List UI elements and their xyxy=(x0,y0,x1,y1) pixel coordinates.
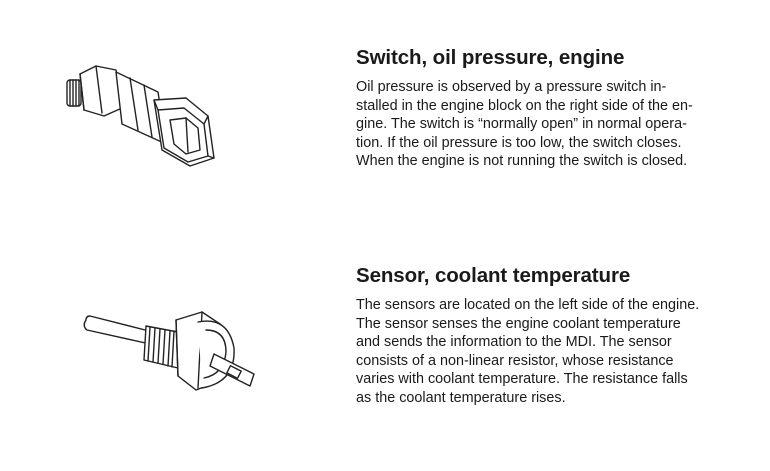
description-line: gine. The switch is “normally open” in n… xyxy=(356,116,687,133)
section-title: Sensor, coolant temperature xyxy=(356,264,631,287)
description-line: Oil pressure is observed by a pressure s… xyxy=(356,79,667,95)
description-line: tion. If the oil pressure is too low, th… xyxy=(356,134,682,151)
coolant-temperature-sensor-illustration xyxy=(83,311,255,391)
description-line: varies with coolant temperature. The res… xyxy=(356,371,688,388)
description-line: consists of a non-linear resistor, whose… xyxy=(356,352,674,369)
description-line: as the coolant temperature rises. xyxy=(356,389,566,406)
section-description: Oil pressure is observed by a pressure s… xyxy=(356,78,736,171)
section-description: The sensors are located on the left side… xyxy=(356,296,736,408)
coolant-temperature-sensor-section: Sensor, coolant temperature The sensors … xyxy=(356,264,736,408)
oil-pressure-switch-illustration xyxy=(66,65,215,167)
description-line: The sensors are located on the left side… xyxy=(356,297,700,313)
description-line: stalled in the engine block on the right… xyxy=(356,97,693,114)
description-line: The sensor senses the engine coolant tem… xyxy=(356,315,681,332)
section-title: Switch, oil pressure, engine xyxy=(356,46,625,69)
description-line: and sends the information to the MDI. Th… xyxy=(356,334,672,351)
oil-pressure-switch-section: Switch, oil pressure, engine Oil pressur… xyxy=(356,46,736,171)
description-line: When the engine is not running the switc… xyxy=(356,153,688,170)
